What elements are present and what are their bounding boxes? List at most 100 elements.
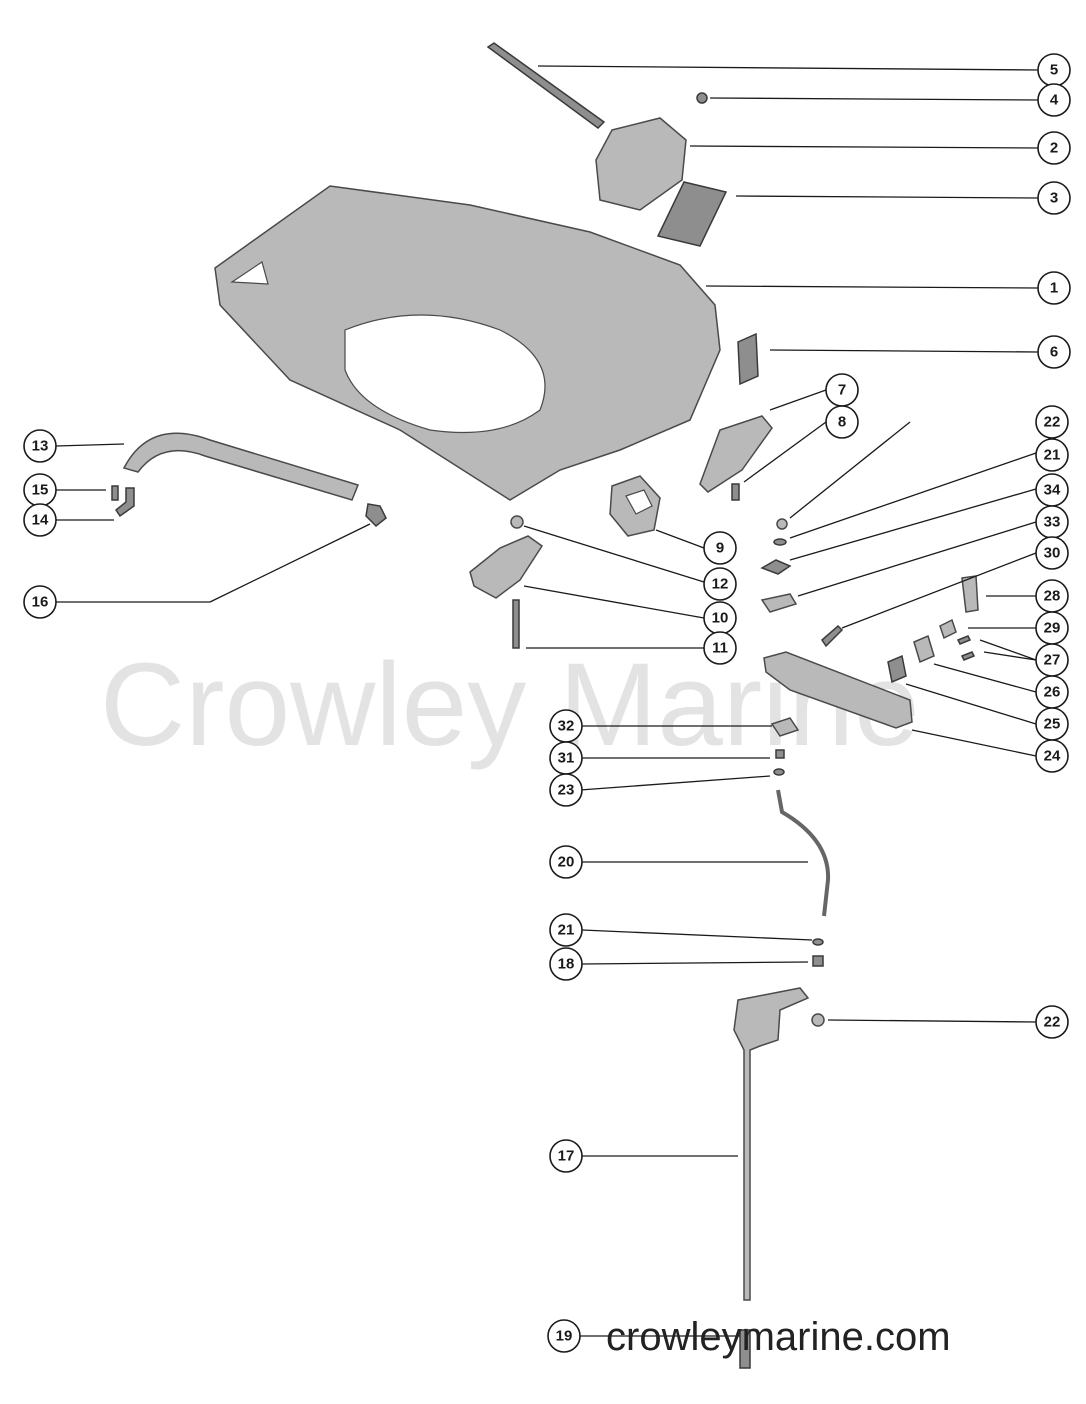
leader-27a	[979, 639, 1037, 661]
callout-34[interactable]: 34	[1035, 473, 1069, 507]
part-20-cable	[776, 789, 831, 917]
leader-3	[735, 195, 1039, 199]
part-19-fitting	[739, 1329, 751, 1369]
part-3-pad	[656, 181, 728, 247]
leader-8	[743, 421, 827, 483]
callout-9[interactable]: 9	[703, 531, 737, 565]
leader-2	[689, 145, 1039, 149]
callout-26[interactable]: 26	[1035, 675, 1069, 709]
callout-21-lower[interactable]: 21	[549, 913, 583, 947]
leader-4	[709, 97, 1039, 101]
callout-5[interactable]: 5	[1037, 53, 1071, 87]
leader-5	[537, 65, 1039, 71]
callout-22-lower-label: 22	[1044, 1014, 1061, 1031]
callout-33[interactable]: 33	[1035, 505, 1069, 539]
part-5-rod	[486, 42, 606, 129]
callout-29[interactable]: 29	[1035, 611, 1069, 645]
leader-lines	[55, 65, 1039, 1337]
part-17-shift-lever	[733, 987, 810, 1301]
callout-20[interactable]: 20	[549, 845, 583, 879]
callout-29-label: 29	[1044, 620, 1061, 637]
callout-24[interactable]: 24	[1035, 739, 1069, 773]
callout-19[interactable]: 19	[547, 1319, 581, 1353]
callout-3[interactable]: 3	[1037, 181, 1071, 215]
callout-18-label: 18	[558, 956, 575, 973]
callout-27[interactable]: 27	[1035, 643, 1069, 677]
leader-22a	[789, 421, 911, 519]
part-13-hose	[122, 432, 359, 501]
leader-33	[797, 521, 1037, 597]
part-1-cowl-notch	[230, 261, 269, 285]
callout-32[interactable]: 32	[549, 709, 583, 743]
callout-7[interactable]: 7	[825, 373, 859, 407]
callout-31[interactable]: 31	[549, 741, 583, 775]
callout-27-label: 27	[1044, 652, 1061, 669]
part-25-block	[887, 654, 907, 684]
callout-23[interactable]: 23	[549, 773, 583, 807]
leader-18	[581, 961, 809, 965]
callout-14[interactable]: 14	[23, 503, 57, 537]
callout-2-label: 2	[1050, 140, 1058, 157]
callout-1-label: 1	[1050, 280, 1058, 297]
callout-28[interactable]: 28	[1035, 579, 1069, 613]
part-2-bracket	[595, 117, 687, 211]
callout-11[interactable]: 11	[703, 631, 737, 665]
leader-6	[769, 349, 1039, 353]
callout-26-label: 26	[1044, 684, 1061, 701]
callout-21-upper[interactable]: 21	[1035, 438, 1069, 472]
leader-21a	[789, 452, 1037, 539]
leader-26	[933, 663, 1037, 693]
leader-16b	[209, 523, 371, 603]
leader-7	[769, 389, 827, 411]
callout-13[interactable]: 13	[23, 429, 57, 463]
part-23-washer	[773, 768, 785, 776]
callout-31-label: 31	[558, 750, 575, 767]
callout-17[interactable]: 17	[549, 1139, 583, 1173]
callout-2[interactable]: 2	[1037, 131, 1071, 165]
callout-9-label: 9	[716, 540, 724, 557]
callout-23-label: 23	[558, 782, 575, 799]
callout-12[interactable]: 12	[703, 567, 737, 601]
part-6-block	[737, 332, 759, 386]
callout-25[interactable]: 25	[1035, 707, 1069, 741]
callout-5-label: 5	[1050, 62, 1058, 79]
callout-13-label: 13	[32, 438, 49, 455]
leader-30	[841, 552, 1037, 629]
callout-30[interactable]: 30	[1035, 536, 1069, 570]
callout-22-upper[interactable]: 22	[1035, 405, 1069, 439]
part-8-screw	[731, 483, 740, 501]
callout-15-label: 15	[32, 482, 49, 499]
callout-15[interactable]: 15	[23, 473, 57, 507]
callout-21-upper-label: 21	[1044, 447, 1061, 464]
part-30-pin	[821, 624, 844, 648]
callout-16[interactable]: 16	[23, 585, 57, 619]
part-32-clip	[770, 717, 800, 737]
part-18-nut	[812, 955, 824, 967]
part-14-15-fitting	[111, 485, 135, 518]
part-12-nut	[510, 515, 524, 529]
leader-1	[705, 285, 1039, 289]
part-1-cowl-opening	[344, 314, 546, 434]
leader-13	[55, 443, 125, 447]
part-16-connector	[365, 503, 387, 528]
callout-16-label: 16	[32, 594, 49, 611]
callout-22-lower[interactable]: 22	[1035, 1005, 1069, 1039]
callout-10[interactable]: 10	[703, 601, 737, 635]
callout-6[interactable]: 6	[1037, 335, 1071, 369]
callout-1[interactable]: 1	[1037, 271, 1071, 305]
part-22-nut	[776, 518, 788, 530]
part-7-bracket	[699, 415, 773, 493]
callout-18[interactable]: 18	[549, 947, 583, 981]
leader-34	[789, 488, 1037, 561]
callout-7-label: 7	[838, 382, 846, 399]
leader-12	[523, 525, 705, 583]
callout-4[interactable]: 4	[1037, 83, 1071, 117]
callout-17-label: 17	[558, 1148, 575, 1165]
leader-25	[905, 683, 1037, 725]
part-4-screw	[696, 92, 708, 104]
callout-21-lower-label: 21	[558, 922, 575, 939]
leader-10	[523, 585, 705, 619]
callout-8[interactable]: 8	[825, 405, 859, 439]
part-24-handle	[763, 651, 913, 729]
